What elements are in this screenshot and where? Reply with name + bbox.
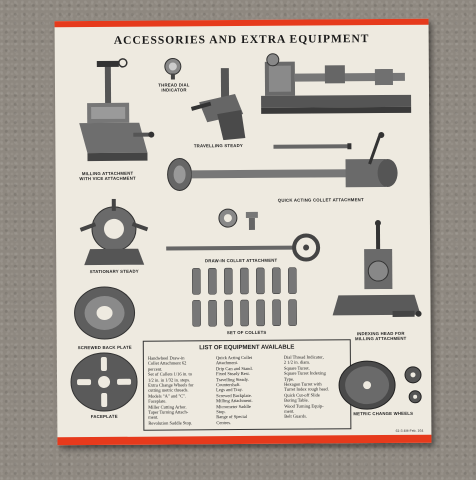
indexing-head-illustration	[332, 220, 422, 317]
collet-attachment-illustration	[167, 132, 398, 191]
equipment-list-box: LIST OF EQUIPMENT AVAILABLE Handwheel Dr…	[142, 339, 352, 431]
travelling-steady-illustration	[190, 68, 246, 141]
caption-indexing-head: INDEXING HEAD FOR MILLING ATTACHMENT	[354, 330, 407, 342]
caption-faceplate: FACEPLATE	[90, 413, 118, 420]
equipment-list-title: LIST OF EQUIPMENT AVAILABLE	[199, 344, 295, 352]
list-item: Belt Guards.	[284, 414, 308, 420]
caption-collet-attachment: QUICK ACTING COLLET ATTACHMENT	[277, 197, 364, 203]
page-title: ACCESSORIES AND EXTRA EQUIPMENT	[113, 33, 370, 47]
equipment-list-column-2: Quick Acting Collet Attachment. Drip Can…	[216, 355, 280, 426]
caption-set-collets: SET OF COLLETS	[226, 329, 267, 336]
caption-stationary-steady: STATIONARY STEADY	[89, 268, 139, 275]
stationary-steady-illustration	[79, 198, 149, 266]
drawin-collet-illustration	[166, 233, 321, 262]
top-red-band	[54, 18, 429, 28]
footer-code: 61-3 4M-Feb. 164	[395, 428, 424, 433]
lathe-illustration	[261, 53, 412, 114]
faceplate-illustration	[70, 352, 138, 412]
catalog-page: ACCESSORIES AND EXTRA EQUIPMENT MILLING …	[54, 18, 432, 446]
bottom-red-band	[57, 434, 432, 446]
collet-ring-illustration	[218, 208, 258, 230]
list-item: Centres.	[216, 419, 232, 426]
caption-metric-wheels: METRIC CHANGE WHEELS	[353, 410, 414, 417]
screwed-back-plate-illustration	[74, 286, 136, 340]
caption-milling: MILLING ATTACHMENT WITH VICE ATTACHMENT	[79, 170, 136, 182]
milling-attachment-illustration	[79, 58, 155, 162]
arbor-rod-illustration	[273, 143, 352, 150]
collets-set-illustration	[192, 267, 297, 327]
caption-screwed-back-plate: SCREWED BACK PLATE	[77, 344, 132, 351]
caption-drawin-collet: DRAW-IN COLLET ATTACHMENT	[204, 257, 278, 264]
list-item: Revolution Saddle Stop.	[148, 420, 193, 426]
equipment-list-column-1: Handwheel Draw-in Collet Attachment 62 p…	[148, 355, 212, 426]
metric-change-wheels-illustration	[338, 360, 422, 410]
thread-dial-illustration	[164, 57, 182, 80]
